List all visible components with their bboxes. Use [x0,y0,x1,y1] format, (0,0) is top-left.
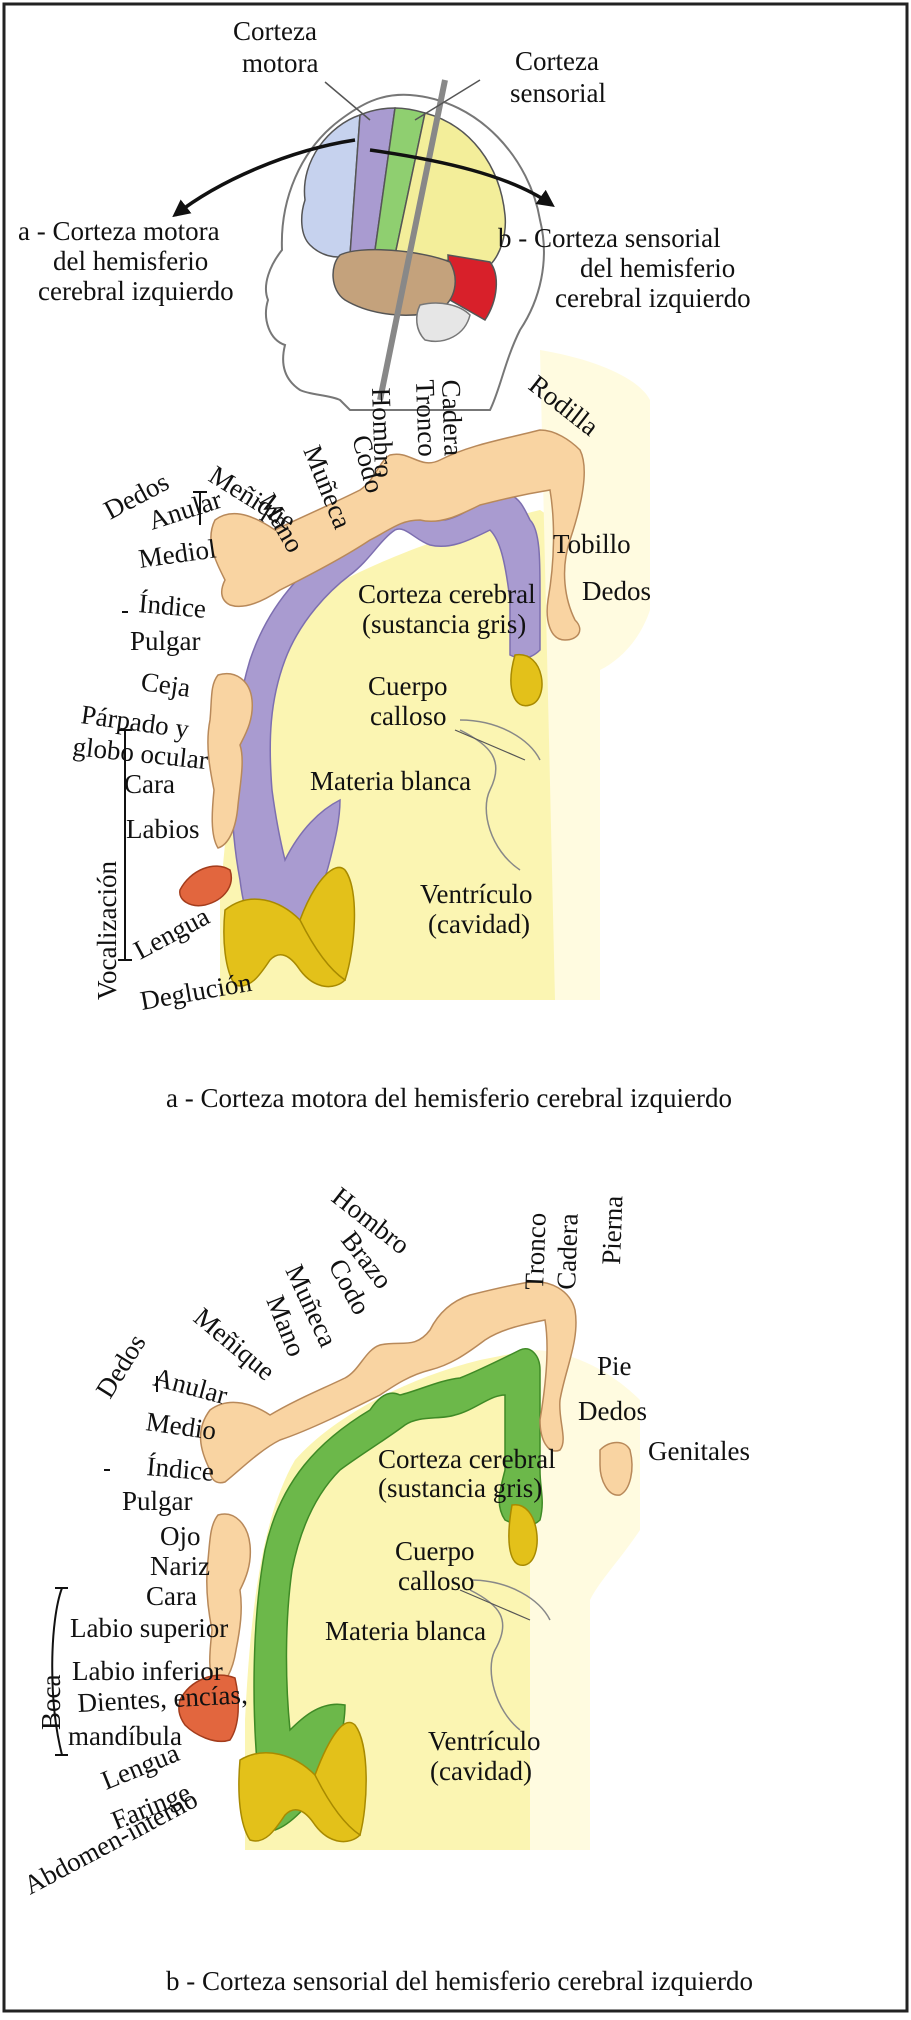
head-right-caption-2: del hemisferio [580,253,735,283]
motor-label-toes: Dedos [582,576,651,606]
sensory-label-genitals: Genitales [648,1436,750,1466]
sensory-label-eye: Ojo [160,1521,201,1551]
motor-callosum-label-2: calloso [370,701,446,731]
head-illustration [175,80,552,410]
motor-label-vocalization: Vocalización [92,861,122,1000]
motor-label-tongue: Lengua [129,901,215,966]
motor-label-brow: Ceja [139,666,192,703]
head-left-caption-3: cerebral izquierdo [38,276,234,306]
sensory-label-mouth: Boca [36,1675,66,1730]
motor-label-middle: Mediol [137,533,218,574]
motor-ventricle-label-1: Ventrículo [420,879,532,909]
head-left-caption-2: del hemisferio [53,246,208,276]
motor-label-ankle: Tobillo [553,529,631,559]
motor-white-label: Materia blanca [310,766,471,796]
sensory-label-upper-lip: Labio superior [70,1613,228,1643]
sensory-cortex-label-1: Corteza cerebral [378,1444,556,1474]
head-motor-label-1: Corteza [233,16,317,46]
motor-cortex-label-2: (sustancia gris) [362,609,526,639]
motor-label-lips: Labios [126,814,200,844]
sensory-label-fingers: Dedos [90,1329,152,1403]
motor-callosum-label-1: Cuerpo [368,671,447,701]
sensory-label-toes: Dedos [578,1396,647,1426]
sensory-label-index: Índice [145,1451,215,1487]
motor-label-shoulder: Hombro [366,387,399,478]
head-sensory-label-1: Corteza [515,46,599,76]
head-sensory-label-2: sensorial [510,78,606,108]
motor-cortex-label-1: Corteza cerebral [358,579,536,609]
motor-label-index: Índice [137,588,207,624]
sensory-ventricle-label-2: (cavidad) [430,1756,532,1786]
sensory-label-middle: Medio [144,1406,218,1446]
motor-label-face: Cara [124,769,175,799]
sensory-caption: b - Corteza sensorial del hemisferio cer… [166,1966,753,1996]
sensory-label-leg: Pierna [596,1195,628,1265]
sensory-label-face: Cara [146,1581,197,1611]
motor-label-swallowing: Deglución [138,967,254,1016]
sensory-label-ring: Anular [150,1362,230,1410]
head-right-caption-1: b - Corteza sensorial [498,223,721,253]
motor-label-hip: Cadera [436,379,469,456]
sensory-label-hip: Cadera [551,1213,584,1290]
motor-caption: a - Corteza motora del hemisferio cerebr… [166,1083,732,1113]
motor-label-thumb: Pulgar [130,626,201,656]
head-right-caption-3: cerebral izquierdo [555,283,751,313]
sensory-callosum-label-1: Cuerpo [395,1536,474,1566]
head-motor-label-2: motora [242,48,318,78]
sensory-label-trunk: Tronco [519,1212,552,1290]
sensory-white-label: Materia blanca [325,1616,486,1646]
sensory-label-thumb: Pulgar [122,1486,193,1516]
head-left-caption-1: a - Corteza motora [18,216,220,246]
sensory-label-nose: Nariz [150,1551,210,1581]
motor-ventricle-label-2: (cavidad) [428,909,530,939]
sensory-cortex-label-2: (sustancia gris) [378,1473,542,1503]
sensory-ventricle-label-1: Ventrículo [428,1726,540,1756]
sensory-label-abdomen: Abdomen-interno [19,1784,203,1901]
sensory-label-foot: Pie [597,1351,632,1381]
